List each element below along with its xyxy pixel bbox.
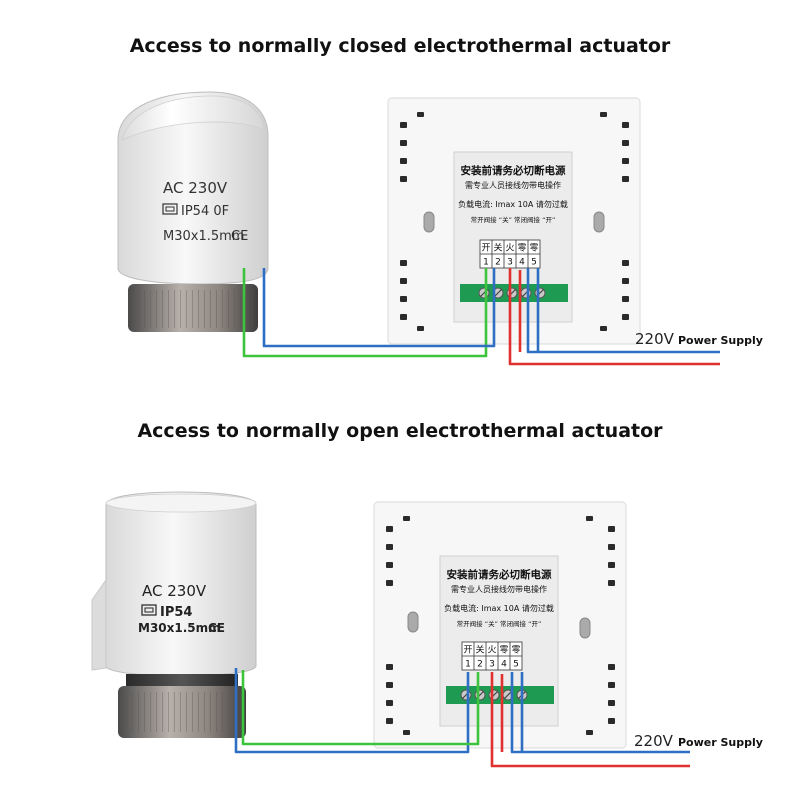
terminal-number: 3	[507, 258, 513, 268]
top-actuator: AC 230V IP54 0F M30x1.5mm CE	[117, 91, 269, 332]
terminal-label: 关	[475, 644, 484, 656]
panel-load-text: 负载电流: Imax 10A 请勿过载	[444, 603, 554, 613]
actuator-voltage-label: AC 230V	[142, 582, 207, 600]
terminal-label: 零	[529, 243, 538, 254]
blue-wire-supply-1	[510, 672, 690, 754]
terminal-number: 4	[501, 660, 507, 670]
top-thermostat-backplate: 安装前请务必切断电源 需专业人员接线勿带电操作 负载电流: Imax 10A 请…	[387, 97, 641, 345]
right-screw-hole	[593, 211, 605, 233]
bottom-actuator: AC 230V IP54 M30x1.5mm CE	[91, 491, 257, 738]
red-wire-1	[508, 268, 720, 366]
actuator-thread-label: M30x1.5mm	[138, 621, 221, 635]
panel-notice-text: 需专业人员接线勿带电操作	[465, 180, 561, 190]
terminal-label: 火	[487, 645, 496, 656]
terminal-label: 零	[499, 645, 508, 656]
red-wire-1	[490, 672, 690, 768]
terminal-label: 零	[517, 243, 526, 254]
actuator-rating-label: IP54	[160, 605, 192, 620]
blue-wire-supply-1	[526, 268, 720, 354]
green-wire	[241, 670, 480, 746]
terminal-number: 1	[483, 258, 489, 268]
terminal-label: 关	[493, 242, 502, 254]
right-screw-hole	[579, 617, 591, 639]
terminal-number: 3	[489, 660, 495, 670]
terminal-number: 5	[531, 258, 537, 268]
supply-label: Power Supply	[678, 736, 763, 749]
supply-label: Power Supply	[678, 334, 763, 347]
actuator-rating-label: IP54 0F	[181, 204, 229, 219]
blue-wire-actuator	[234, 668, 470, 754]
terminal-number: 1	[465, 660, 471, 670]
left-screw-hole	[407, 611, 419, 633]
terminal-label: 零	[511, 645, 520, 656]
top-wires	[242, 268, 720, 366]
bottom-wires	[234, 668, 690, 768]
actuator-thread-label: M30x1.5mm	[163, 229, 244, 244]
terminal-block	[446, 686, 554, 704]
terminal-label: 开	[463, 645, 472, 656]
top-diagram-title: Access to normally closed electrothermal…	[129, 35, 671, 57]
terminal-label: 开	[481, 243, 490, 254]
panel-load-text: 负载电流: Imax 10A 请勿过载	[458, 199, 568, 209]
actuator-ring	[126, 674, 238, 688]
panel-notice-text: 需专业人员接线勿带电操作	[451, 584, 547, 594]
terminal-number: 5	[513, 660, 519, 670]
panel-valve-note: 常开阀接 “关” 常闭阀接 “开”	[471, 215, 556, 224]
left-vent-slots	[386, 526, 393, 724]
actuator-ce-mark: CE	[231, 229, 248, 244]
left-vent-slots	[400, 122, 407, 320]
bottom-thermostat-backplate: 安装前请务必切断电源 需专业人员接线勿带电操作 负载电流: Imax 10A 请…	[373, 501, 627, 749]
panel-warning-text: 安装前请务必切断电源	[447, 568, 552, 581]
terminal-number: 2	[477, 660, 483, 670]
green-wire	[242, 268, 488, 358]
actuator-ce-mark: CE	[208, 621, 225, 635]
bottom-diagram-title: Access to normally open electrothermal a…	[137, 420, 663, 442]
terminal-number: 4	[519, 258, 525, 268]
terminal-number: 2	[495, 258, 501, 268]
supply-voltage: 220V	[635, 330, 675, 348]
right-vent-slots	[608, 526, 615, 724]
supply-voltage: 220V	[634, 732, 674, 750]
actuator-cap	[121, 95, 265, 141]
panel-valve-note: 常开阀接 “关” 常闭阀接 “开”	[457, 619, 542, 628]
actuator-cap	[105, 493, 257, 513]
left-screw-hole	[423, 211, 435, 233]
panel-warning-text: 安装前请务必切断电源	[461, 164, 566, 177]
right-vent-slots	[622, 122, 629, 320]
actuator-voltage-label: AC 230V	[163, 179, 228, 197]
terminal-label: 火	[505, 243, 514, 254]
blue-wire-actuator	[262, 268, 496, 348]
actuator-body	[117, 91, 269, 285]
